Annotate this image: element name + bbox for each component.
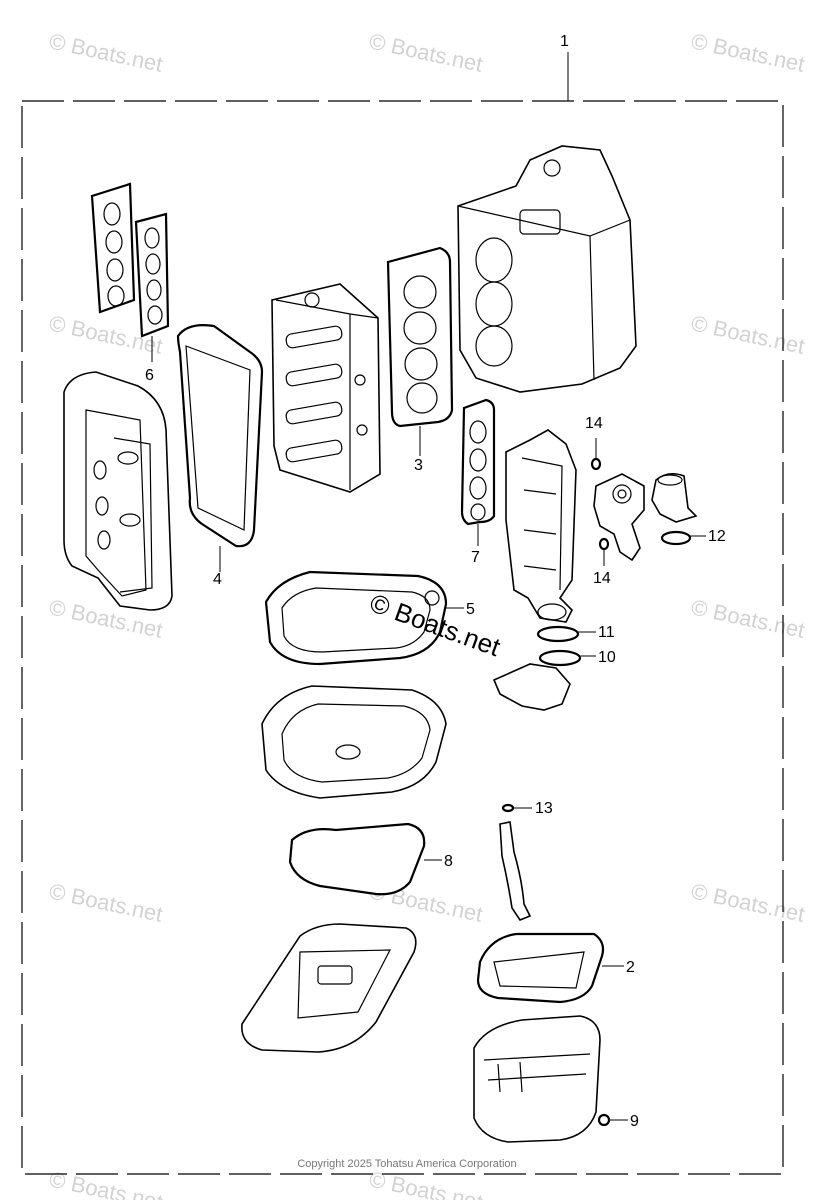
watermark: © Boats.net [689, 310, 807, 358]
watermark: © Boats.net [367, 28, 485, 76]
exhaust-manifold [505, 429, 577, 623]
callout-2: 2 [626, 959, 635, 976]
rocker-cover-gasket [176, 324, 264, 548]
rocker-gasket-inner [185, 345, 251, 531]
callout-8: 8 [444, 853, 453, 870]
watermark: © Boats.net [689, 878, 807, 926]
copyright-notice: Copyright 2025 Tohatsu America Corporati… [297, 1158, 516, 1170]
rocker-cover [63, 371, 173, 611]
strainer-gasket-inner [493, 951, 585, 989]
o-ring-12 [660, 530, 692, 546]
thermostat-housing [593, 473, 645, 562]
exhaust-adapter-gasket [264, 570, 448, 666]
exhaust-adapter-plate [261, 685, 447, 799]
callout-4: 4 [213, 571, 222, 588]
callout-12: 12 [708, 528, 726, 545]
o-ring-11 [536, 625, 580, 643]
callout-10: 10 [598, 649, 616, 666]
oil-dipstick-guide [499, 821, 532, 921]
seal-13 [501, 803, 515, 813]
o-ring-14-upper [590, 457, 602, 471]
callout-14-lower: 14 [593, 570, 611, 587]
callout-13: 13 [535, 800, 553, 817]
oil-filter-housing [651, 472, 698, 523]
watermark: © Boats.net [689, 28, 807, 76]
watermark: © Boats.net [47, 28, 165, 76]
watermark: © Boats.net [47, 878, 165, 926]
callout-11: 11 [598, 624, 615, 641]
kit-boundary [21, 100, 784, 1175]
oil-pan [241, 923, 417, 1053]
callout-1: 1 [560, 33, 569, 50]
cylinder-head [271, 283, 381, 493]
o-ring-14-lower [598, 537, 610, 551]
intake-gaskets [90, 182, 170, 338]
callout-6: 6 [145, 367, 154, 384]
watermark: © Boats.net [47, 1166, 165, 1200]
callout-14-upper: 14 [585, 415, 603, 432]
water-elbow [492, 663, 571, 711]
cylinder-block [457, 145, 637, 393]
head-gasket [386, 246, 454, 428]
exhaust-gasket [460, 398, 496, 526]
strainer-gasket [476, 932, 605, 1004]
callout-7: 7 [471, 549, 480, 566]
callout-9: 9 [630, 1113, 639, 1130]
callout-5: 5 [466, 601, 475, 618]
o-ring-10 [538, 649, 582, 667]
oil-strainer-case [473, 1015, 601, 1143]
watermark: © Boats.net [367, 1166, 485, 1200]
callout-3: 3 [414, 457, 423, 474]
drain-seal-9 [597, 1113, 611, 1127]
watermark: © Boats.net [689, 594, 807, 642]
oil-pan-gasket [288, 822, 426, 896]
